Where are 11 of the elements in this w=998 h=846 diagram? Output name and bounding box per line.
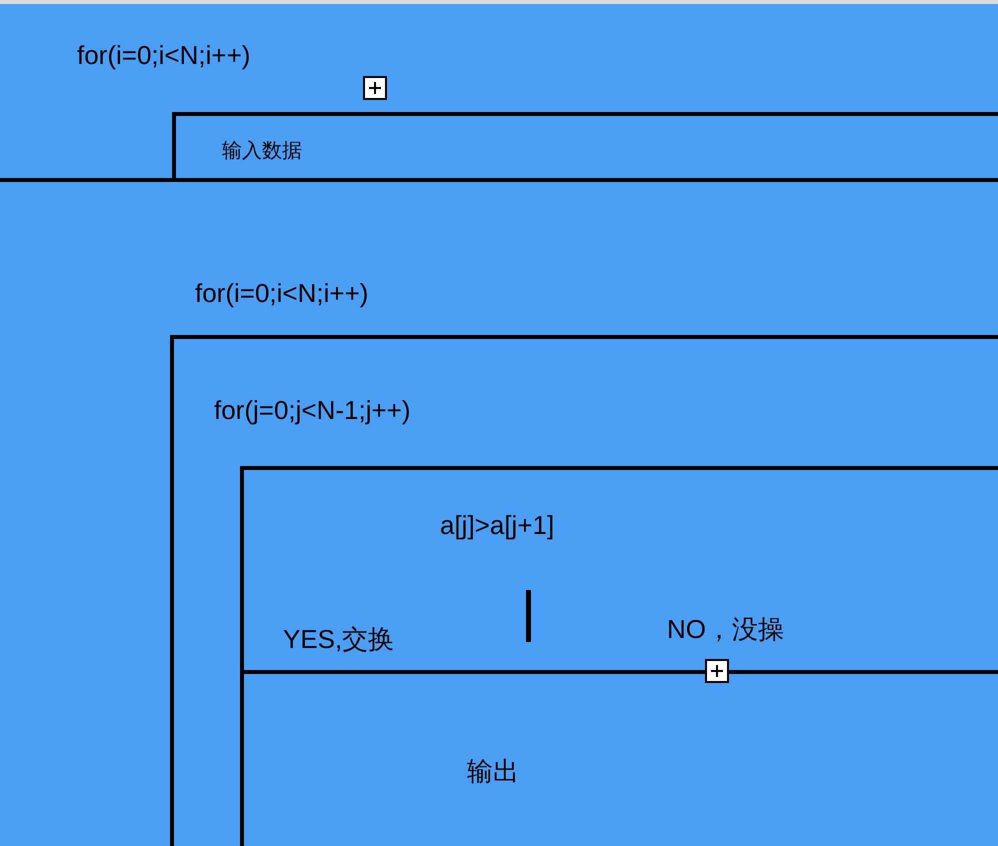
loop-header: for(i=0;i<N;i++) — [77, 39, 250, 72]
no-branch-text: NO，没操 — [667, 613, 784, 646]
process-text: 输出 — [467, 755, 519, 788]
process-text: 输入数据 — [222, 139, 302, 164]
condition-text: a[j]>a[j+1] — [440, 509, 554, 542]
decision-block — [240, 466, 998, 674]
loop-header: for(j=0;j<N-1;j++) — [214, 394, 411, 427]
process-block — [172, 112, 998, 178]
loop-header: for(i=0;i<N;i++) — [195, 277, 368, 310]
yes-branch-text: YES,交换 — [283, 623, 394, 656]
loop-block — [170, 335, 998, 846]
